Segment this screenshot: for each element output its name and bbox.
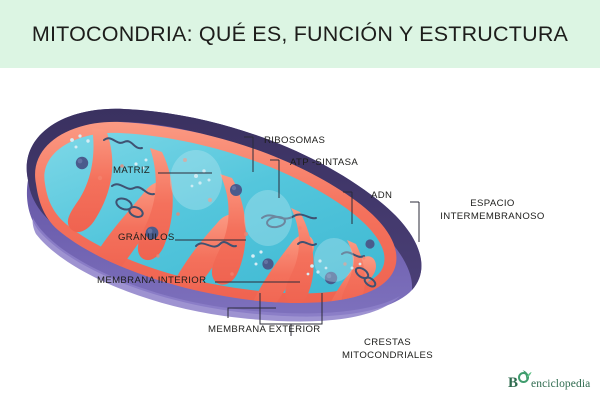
dna-strand bbox=[341, 251, 365, 258]
label-atp-sintasa: ATP -SINTASA bbox=[290, 157, 359, 168]
cristae-group bbox=[67, 128, 376, 303]
outer-membrane-upper-rim bbox=[26, 108, 422, 291]
label-membrana-interior: MEMBRANA INTERIOR bbox=[97, 275, 207, 286]
dna-loop bbox=[363, 276, 377, 288]
mitochondrion-illustration bbox=[26, 108, 422, 336]
bioenciclopedia-logo[interactable]: B enciclopedia bbox=[508, 370, 591, 391]
dna-strand bbox=[195, 241, 237, 248]
crista-fold-7 bbox=[285, 208, 314, 303]
dna-loop bbox=[128, 206, 144, 218]
label-ribosomas: RIBOSOMAS bbox=[264, 135, 326, 146]
dna-strand bbox=[297, 241, 317, 246]
crista-fold-5 bbox=[211, 174, 246, 285]
granule-highlight bbox=[263, 259, 269, 265]
label-espacio-intermembranoso: ESPACIO INTERMEMBRANOSO bbox=[440, 198, 545, 222]
granule-highlight bbox=[77, 158, 83, 164]
granule-highlight bbox=[147, 228, 153, 234]
logo-wordmark: enciclopedia bbox=[531, 378, 591, 390]
dna-strands-group bbox=[103, 137, 377, 288]
dna-strand bbox=[103, 137, 143, 150]
dna-strand bbox=[111, 183, 155, 196]
dna-strand bbox=[261, 213, 317, 220]
granule bbox=[230, 184, 242, 196]
ribosome-clusters bbox=[70, 134, 362, 276]
page-title: MITOCONDRIA: QUÉ ES, FUNCIÓN Y ESTRUCTUR… bbox=[31, 21, 569, 46]
logo-o-mark bbox=[518, 370, 532, 387]
label-adn: ADN bbox=[371, 190, 393, 201]
header-band bbox=[0, 0, 600, 68]
label-membrana-exterior: MEMBRANA EXTERIOR bbox=[208, 324, 321, 335]
crista-fold-4 bbox=[172, 214, 240, 300]
crista-fold-2 bbox=[96, 181, 171, 274]
granule bbox=[365, 239, 375, 249]
matrix-flecks bbox=[97, 158, 366, 276]
granule bbox=[262, 258, 274, 270]
cristae-pocket-wash bbox=[170, 150, 354, 282]
granule-highlight bbox=[326, 273, 332, 279]
granule bbox=[75, 156, 89, 170]
granule-highlight bbox=[231, 185, 237, 191]
label-crestas-mitocondriales: CRESTAS MITOCONDRIALES bbox=[341, 337, 434, 361]
granules-group bbox=[75, 156, 375, 285]
mitochondria-diagram bbox=[0, 68, 600, 400]
label-granulos: GRÁNULOS bbox=[118, 232, 175, 243]
logo-letter-b: B bbox=[508, 375, 519, 391]
matrix-region bbox=[44, 128, 385, 303]
crista-fold-1 bbox=[67, 128, 113, 233]
leader-lines bbox=[158, 136, 420, 336]
leaf-icon bbox=[522, 370, 532, 380]
label-matriz: MATRIZ bbox=[113, 165, 151, 176]
outer-membrane-highlight bbox=[32, 218, 400, 322]
dna-loop bbox=[266, 215, 286, 229]
